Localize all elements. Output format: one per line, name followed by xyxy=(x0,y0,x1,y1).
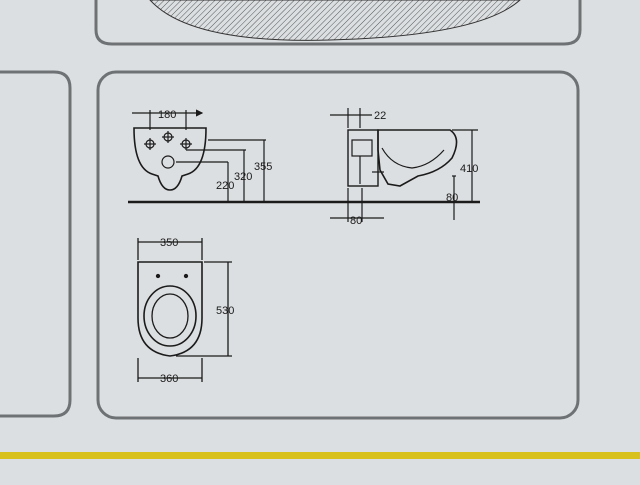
side-bottom-label: 80 xyxy=(350,215,362,227)
top-bowl-outline xyxy=(137,261,203,357)
side-frame xyxy=(347,129,379,187)
upper-panel xyxy=(94,0,582,46)
main-panel xyxy=(96,70,580,420)
front-height-label-2: 320 xyxy=(234,171,252,183)
top-bottom-width-label: 360 xyxy=(160,373,178,385)
upper-product-image xyxy=(149,0,521,41)
top-view xyxy=(137,238,232,382)
side-bowl-inner xyxy=(381,147,445,169)
front-view xyxy=(132,109,266,202)
accent-stripe xyxy=(0,452,640,459)
front-width-label: 180 xyxy=(158,109,176,121)
side-height-label: 410 xyxy=(460,163,478,175)
front-bowl-outline xyxy=(133,127,207,191)
left-panel xyxy=(0,70,72,418)
front-height-label-1: 355 xyxy=(254,161,272,173)
side-floor-label: 80 xyxy=(446,192,458,204)
side-top-label: 22 xyxy=(374,110,386,122)
outlet-circle xyxy=(161,155,175,169)
top-rim-outer xyxy=(143,285,197,347)
top-width-label: 350 xyxy=(160,237,178,249)
top-length-label: 530 xyxy=(216,305,234,317)
front-height-label-3: 220 xyxy=(216,180,234,192)
top-rim-inner xyxy=(151,293,189,339)
side-view xyxy=(330,108,478,222)
side-bowl-outline xyxy=(377,129,458,187)
side-inlet xyxy=(351,139,373,157)
